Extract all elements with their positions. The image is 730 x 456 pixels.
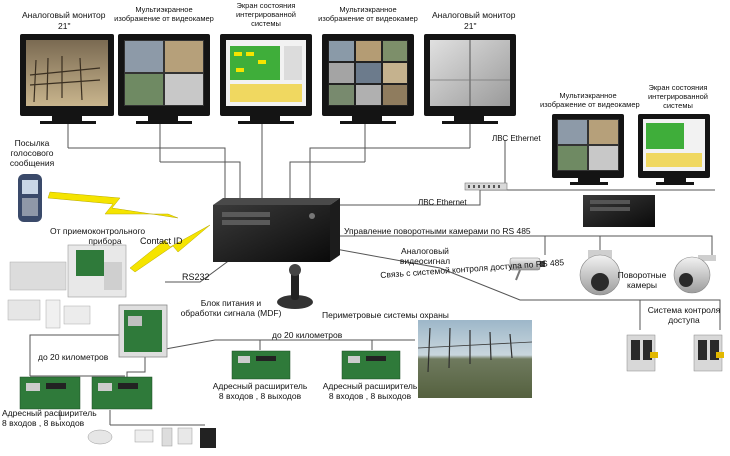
- analog-monitor-2-size: 21": [464, 21, 477, 31]
- ptz-label-2: камеры: [626, 280, 658, 290]
- expander-center2-label-2: 8 входов , 8 выходов: [328, 391, 412, 401]
- multiscreen-monitor-2: [322, 34, 414, 124]
- expander-center1-label-1: Адресный расширитель: [212, 381, 308, 391]
- rs232-label: RS232: [182, 272, 210, 282]
- status-monitor-1-title-3: системы: [251, 19, 281, 28]
- power-mdf-cabinet: [118, 304, 168, 358]
- distance-left-label: до 20 километров: [38, 352, 109, 362]
- analog-monitor-2: [424, 34, 516, 124]
- address-expander-left-1: [19, 376, 81, 410]
- status-monitor-1: [220, 34, 312, 124]
- analog-monitor-1-title: Аналоговый монитор: [22, 10, 106, 20]
- analog-monitor-1: [20, 34, 114, 124]
- analog-video-2: видеосигнал: [399, 256, 451, 266]
- voice-msg-2: голосового: [10, 148, 54, 158]
- contact-id-label: Contact ID: [140, 236, 183, 246]
- perimeter-label: Периметровые системы охраны: [322, 310, 449, 320]
- voice-msg-1: Посылка: [14, 138, 50, 148]
- perimeter-fence-photo: [417, 320, 533, 398]
- address-expander-center-2: [341, 350, 401, 380]
- status-monitor-1-title-2: интегрированной: [235, 10, 296, 19]
- ptz-label-1: Поворотные: [617, 270, 667, 280]
- multiscreen-monitor-1-title: Мультиэкранное изображение от видеокамер: [114, 5, 214, 23]
- status-monitor-2: [638, 114, 710, 185]
- mobile-phone: [18, 174, 42, 222]
- access-reader-1: [626, 334, 658, 372]
- alarm-receiver-panel: [7, 244, 127, 329]
- expander-left-label-2: 8 входов , 8 выходов: [2, 418, 85, 428]
- address-expander-center-1: [231, 350, 291, 380]
- ptz-camera-1: [579, 250, 621, 296]
- ptz-rs485-label: Управление поворотными камерами по RS 48…: [344, 226, 531, 236]
- lan-top-label: ЛВС Ethernet: [492, 134, 541, 143]
- multiscreen-monitor-3-title-2: изображение от видеокамер: [540, 100, 640, 109]
- ptz-joystick: [277, 264, 313, 309]
- status-monitor-2-title-1: Экран состояния: [648, 83, 708, 92]
- distance-center-label: до 20 километров: [272, 330, 343, 340]
- analog-video-1: Аналоговый: [401, 246, 449, 256]
- expander-center1-label-2: 8 входов , 8 выходов: [218, 391, 302, 401]
- receiver-label-1: От приемоконтрольного: [50, 226, 146, 236]
- analog-camera: [509, 257, 545, 281]
- multiscreen-monitor-3: [552, 114, 624, 185]
- multiscreen-monitor-1: [118, 34, 210, 124]
- voice-msg-3: сообщения: [9, 158, 55, 168]
- bottom-sensors: [87, 427, 216, 448]
- status-monitor-2-title-2: интегрированной: [647, 92, 708, 101]
- lan-bottom-label: ЛВС Ethernet: [418, 198, 467, 207]
- acs-label-1: Система контроля: [647, 305, 721, 315]
- expander-center2-label-1: Адресный расширитель: [322, 381, 418, 391]
- power-label-1: Блок питания и: [200, 298, 262, 308]
- analog-monitor-1-size: 21": [58, 21, 71, 31]
- address-expander-left-2: [91, 376, 153, 410]
- status-monitor-1-title-1: Экран состояния: [236, 1, 296, 10]
- receiver-label-2: прибора: [88, 236, 122, 246]
- acs-label-2: доступа: [668, 315, 700, 325]
- status-monitor-2-title-3: системы: [663, 101, 693, 110]
- central-server: [213, 198, 340, 262]
- expander-left-label-1: Адресный расширитель: [2, 408, 97, 418]
- lightning-bolt-2: [129, 224, 211, 273]
- access-reader-2: [693, 334, 724, 372]
- multiscreen-monitor-3-title-1: Мультиэкранное: [559, 91, 617, 100]
- power-label-2: обработки сигнала (MDF): [180, 308, 282, 318]
- analog-monitor-2-title: Аналоговый монитор: [432, 10, 516, 20]
- ethernet-switch: [464, 182, 508, 191]
- workstation-server: [583, 195, 655, 227]
- lightning-bolt-1: [47, 191, 179, 219]
- ptz-camera-2: [673, 255, 716, 294]
- multiscreen-monitor-2-title: Мультиэкранное изображение от видеокамер: [318, 5, 418, 23]
